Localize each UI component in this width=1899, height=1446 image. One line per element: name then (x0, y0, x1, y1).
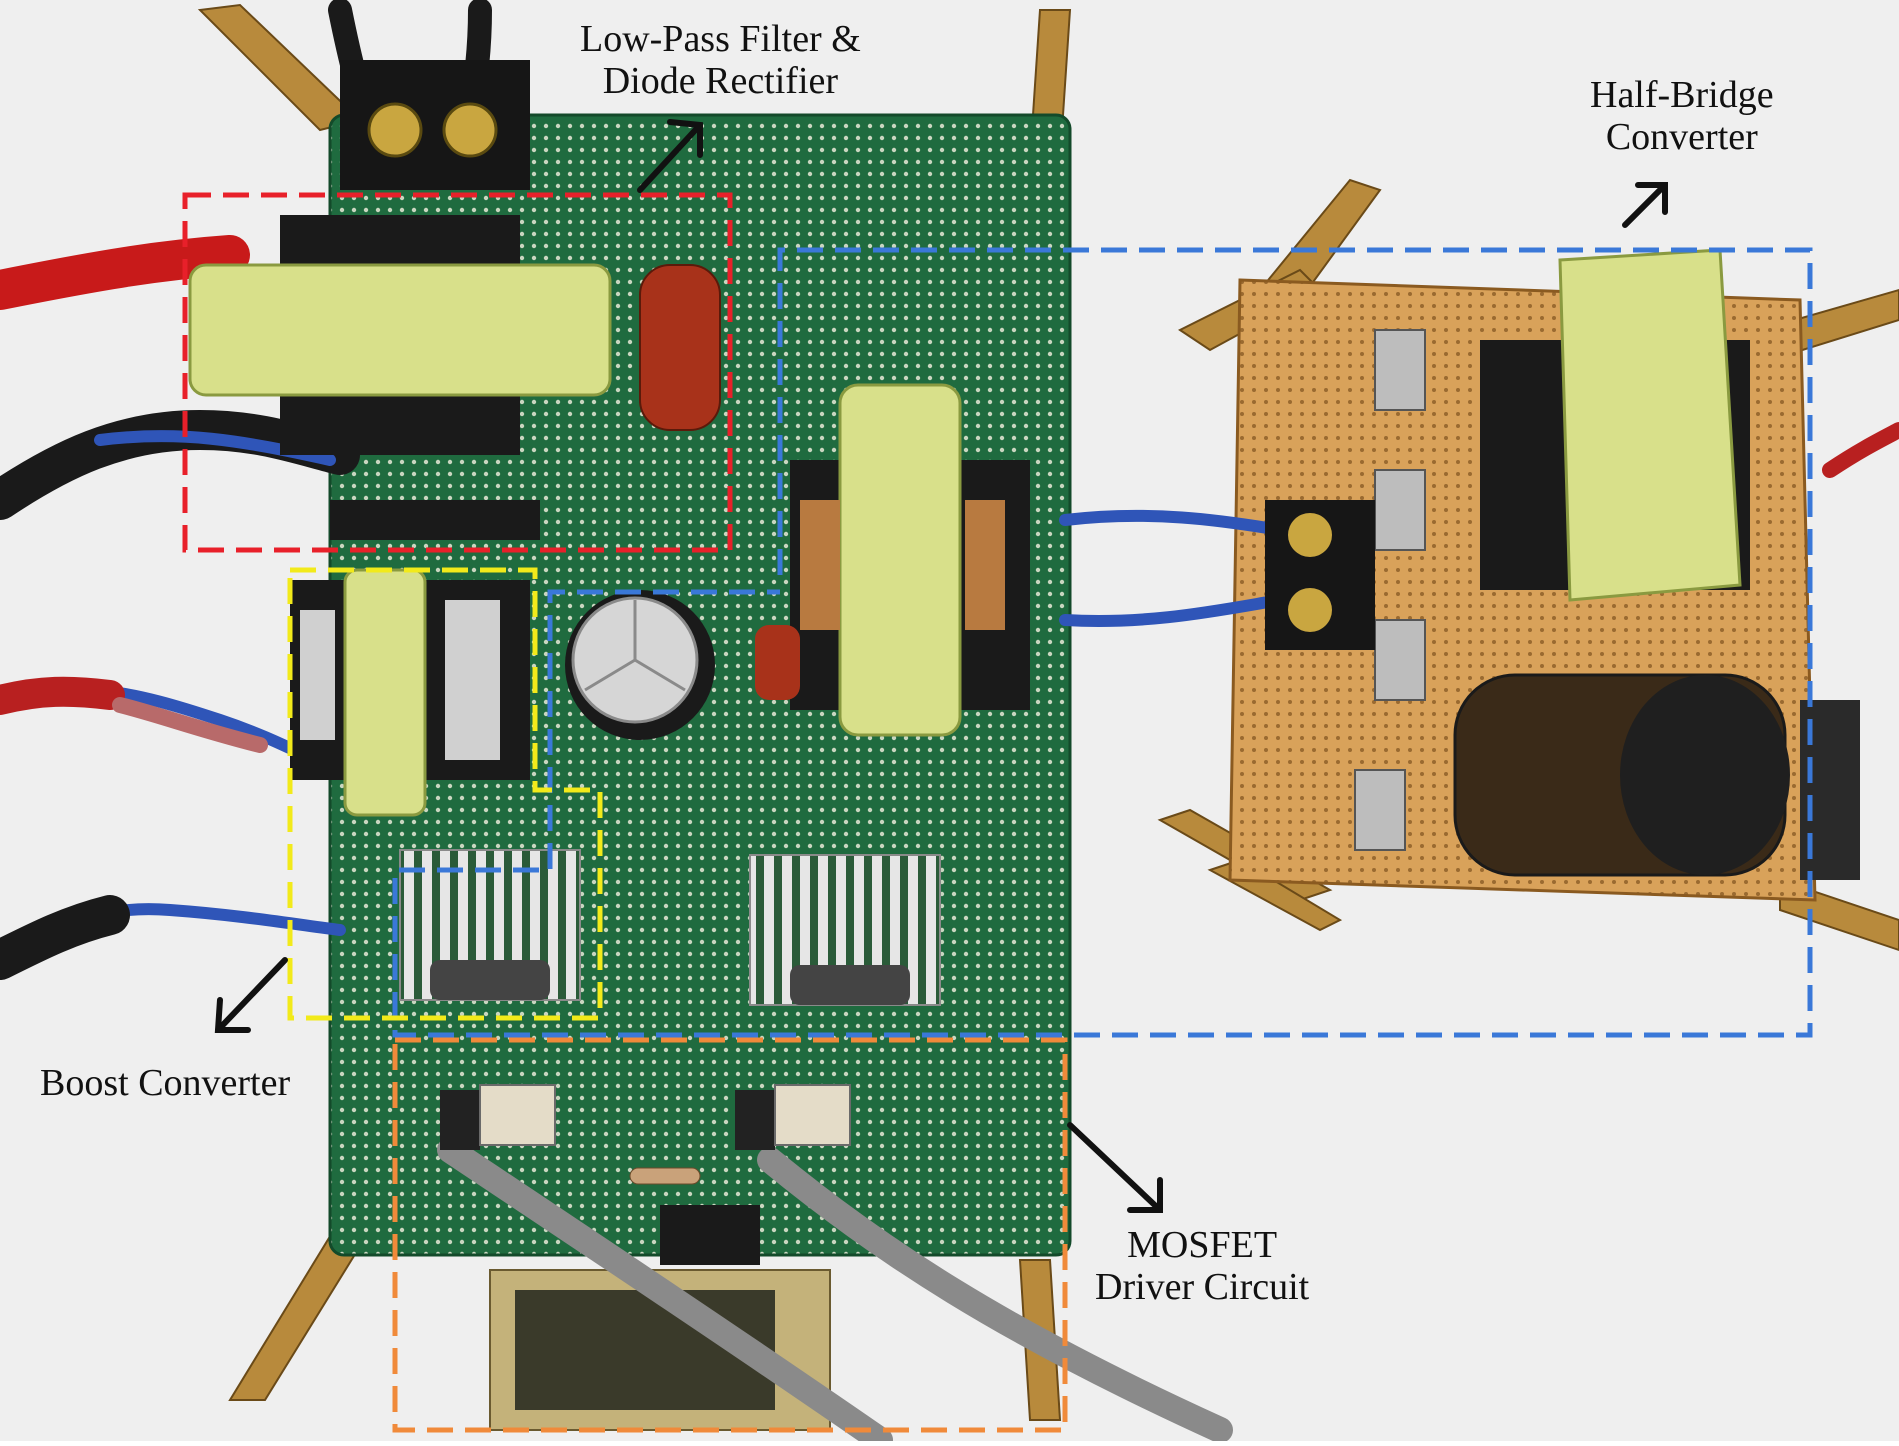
region-boost (287, 567, 603, 1021)
label-hb-line2: Converter (1605, 116, 1758, 158)
label-low-pass-filter: Low-Pass Filter & Diode Rectifier (580, 18, 861, 102)
label-boost-converter: Boost Converter (40, 1062, 290, 1104)
region-lpf (182, 192, 733, 553)
label-lpf-line1: Low-Pass Filter & (580, 18, 861, 60)
filter-inductor (188, 263, 612, 397)
half-bridge-transformer (1558, 248, 1742, 602)
film-capacitor (639, 264, 721, 431)
label-lpf-line2: Diode Rectifier (602, 60, 839, 102)
boost-inductor (343, 568, 427, 817)
label-hb-line1: Half-Bridge (1590, 74, 1774, 116)
region-outlines (182, 192, 1813, 1433)
label-driver-line2: Driver Circuit (1095, 1266, 1310, 1308)
region-half-bridge (392, 247, 1813, 1038)
label-boost-line1: Boost Converter (40, 1062, 291, 1104)
label-driver-line1: MOSFET (1127, 1224, 1278, 1266)
region-driver (392, 1037, 1068, 1433)
optocoupler-2 (774, 1084, 851, 1146)
optocoupler-1 (479, 1084, 556, 1146)
center-transformer (838, 383, 962, 737)
label-mosfet-driver: MOSFET Driver Circuit (1095, 1224, 1309, 1308)
callout-arrows (214, 119, 1668, 1213)
label-half-bridge: Half-Bridge Converter (1590, 74, 1774, 158)
